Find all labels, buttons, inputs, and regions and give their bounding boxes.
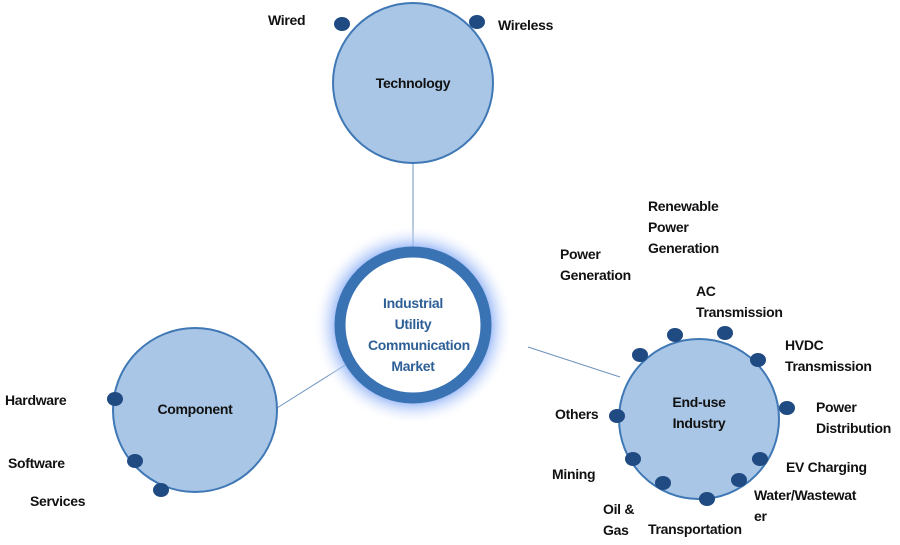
label-software: Software <box>8 455 65 471</box>
label-hardware: Hardware <box>5 392 67 408</box>
dot-oil-gas <box>655 476 671 490</box>
dot-water <box>731 473 747 487</box>
dot-mining <box>625 452 641 466</box>
dot-power-generation <box>632 348 648 362</box>
dot-power-distribution <box>779 401 795 415</box>
label-water: Water/Wastewater <box>754 487 857 524</box>
connector-end-use <box>527 346 621 378</box>
dot-renewable <box>667 328 683 342</box>
center-title: Industrial Utility Communication Market <box>368 295 470 374</box>
label-renewable: Renewable Power Generation <box>648 198 719 256</box>
dot-wired <box>334 17 350 31</box>
dot-services <box>153 483 169 497</box>
dot-wireless <box>469 15 485 29</box>
dot-ac-transmission <box>717 326 733 340</box>
dot-software <box>127 454 143 468</box>
label-wireless: Wireless <box>498 17 554 33</box>
label-ac-transmission: AC Transmission <box>696 283 783 320</box>
dot-ev-charging <box>752 452 768 466</box>
dot-others <box>609 409 625 423</box>
component-circle <box>112 327 278 493</box>
component-title: Component <box>157 401 233 417</box>
label-power-generation: Power Generation <box>560 246 631 283</box>
label-oil-gas: Oil & Gas <box>603 501 635 538</box>
technology-title: Technology <box>375 75 451 91</box>
label-services: Services <box>30 493 86 509</box>
technology-circle <box>332 2 494 164</box>
label-hvdc: HVDC Transmission <box>785 337 872 374</box>
end-use-title: End-use Industry <box>672 394 726 431</box>
label-ev-charging: EV Charging <box>786 459 867 475</box>
label-mining: Mining <box>552 466 596 482</box>
label-power-distribution: Power Distribution <box>816 399 891 436</box>
center-circle <box>334 246 492 404</box>
label-transportation: Transportation <box>648 521 742 537</box>
dot-hvdc <box>750 353 766 367</box>
label-others: Others <box>555 406 599 422</box>
label-wired: Wired <box>268 12 306 28</box>
dot-hardware <box>107 392 123 406</box>
dot-transportation <box>699 492 715 506</box>
